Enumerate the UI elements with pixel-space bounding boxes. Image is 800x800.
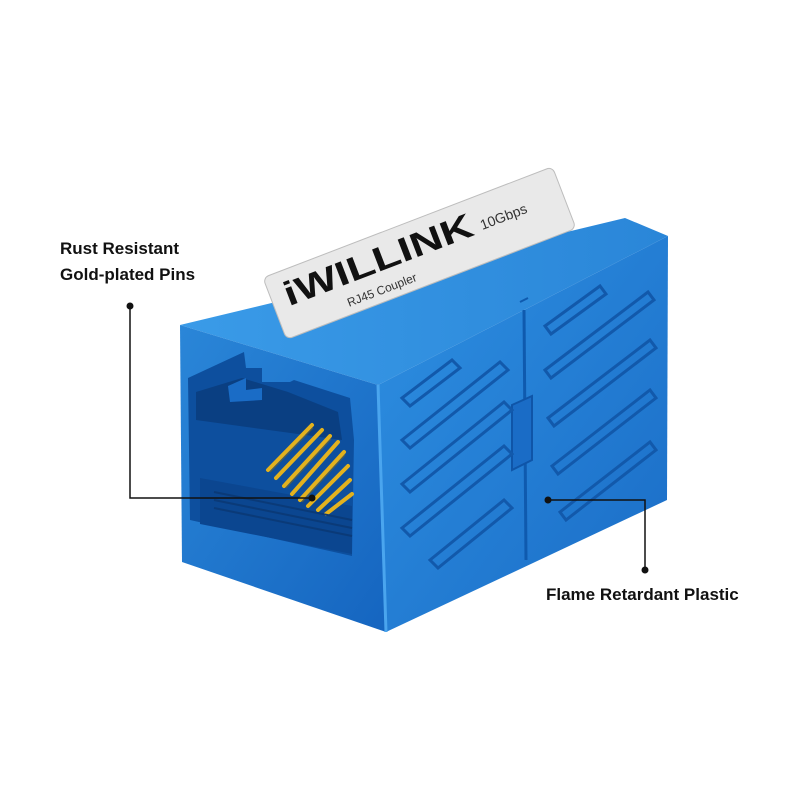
- grip-ribs-right: [542, 283, 659, 523]
- callout-pins-start-dot: [126, 302, 134, 310]
- callout-plastic-leader: [548, 499, 646, 570]
- callout-pins-line1: Rust Resistant: [60, 239, 180, 258]
- gold-pins: [266, 423, 354, 516]
- callout-pins-text: Rust Resistant Gold-plated Pins: [60, 236, 195, 288]
- rj45-port: [188, 352, 354, 556]
- grip-ribs-left: [399, 358, 515, 571]
- callout-plastic-text: Flame Retardant Plastic: [546, 585, 739, 604]
- rj45-coupler: iWILLINK RJ45 Coupler 10Gbps: [180, 167, 668, 633]
- callout-plastic-start-dot: [544, 496, 552, 504]
- callout-plastic-end-dot: [641, 566, 649, 574]
- callout-pins-line2: Gold-plated Pins: [60, 265, 196, 284]
- callout-pins-end-dot: [308, 494, 316, 502]
- coupler-top-face: [180, 218, 668, 385]
- latch-bump: [511, 394, 533, 472]
- product-label-background: [264, 167, 575, 339]
- callout-pins-leader: [129, 306, 312, 499]
